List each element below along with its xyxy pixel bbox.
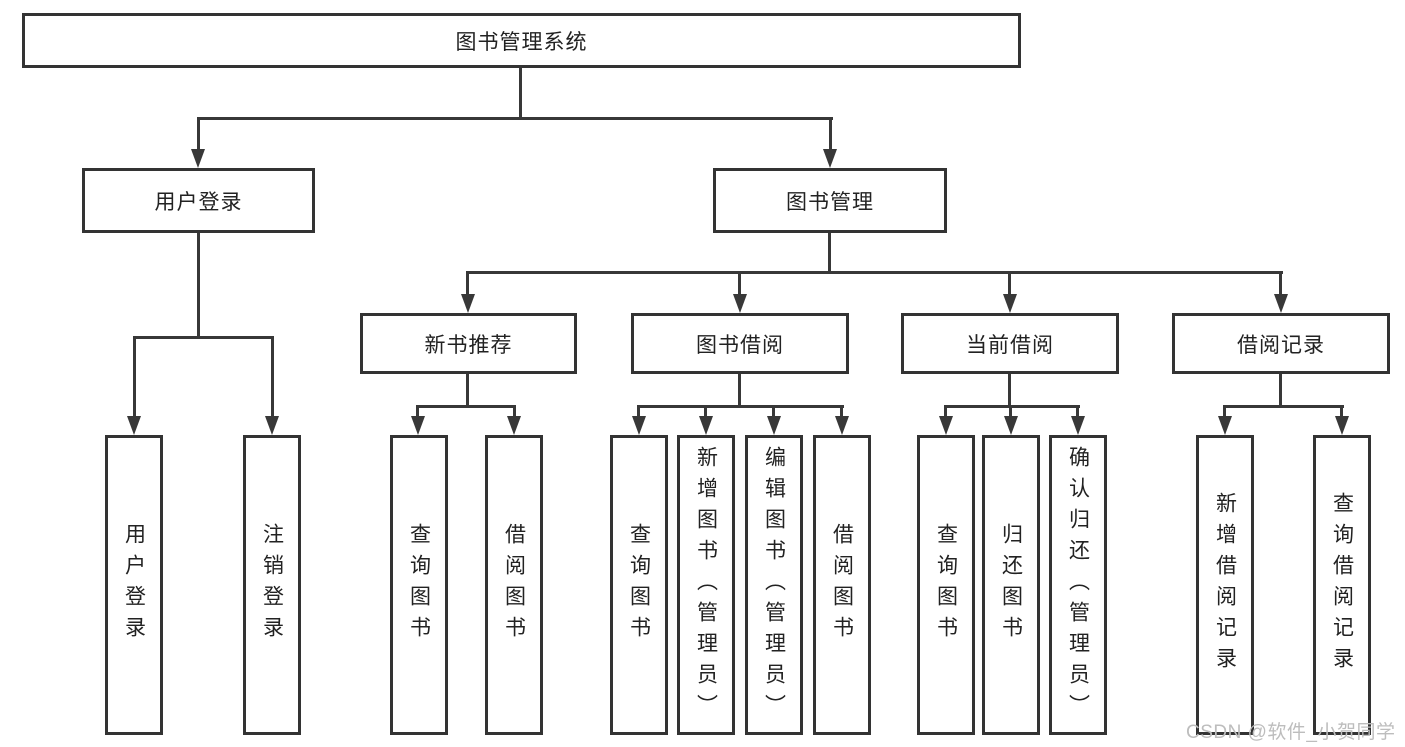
connector-line <box>416 405 516 408</box>
connector-line <box>1008 271 1011 295</box>
connector-line <box>840 405 843 418</box>
leaf-query-books-recommend: 查询图书 <box>390 435 448 735</box>
connector-line <box>466 373 469 407</box>
leaf-query-books-current: 查询图书 <box>917 435 975 735</box>
arrow-down-icon <box>835 416 849 435</box>
arrow-down-icon <box>265 416 279 435</box>
csdn-watermark: CSDN @软件_小贺同学 <box>1186 722 1396 743</box>
arrow-down-icon <box>632 416 646 435</box>
arrow-down-icon <box>127 416 141 435</box>
connector-line <box>133 336 274 339</box>
node-borrowing-records: 借阅记录 <box>1172 313 1390 374</box>
arrow-down-icon <box>461 294 475 313</box>
connector-line <box>416 405 419 418</box>
connector-line <box>704 405 707 418</box>
arrow-down-icon <box>1335 416 1349 435</box>
arrow-down-icon <box>767 416 781 435</box>
connector-line <box>133 336 136 417</box>
connector-line <box>738 271 741 295</box>
connector-line <box>1340 405 1343 418</box>
connector-line <box>1009 405 1012 418</box>
arrow-down-icon <box>507 416 521 435</box>
arrow-down-icon <box>1274 294 1288 313</box>
connector-line <box>828 232 831 273</box>
connector-line <box>1279 271 1282 295</box>
connector-line <box>1279 373 1282 407</box>
connector-line <box>197 117 833 120</box>
connector-line <box>944 405 947 418</box>
arrow-down-icon <box>733 294 747 313</box>
leaf-user-login: 用户登录 <box>105 435 163 735</box>
node-new-book-recommendation: 新书推荐 <box>360 313 577 374</box>
node-book-borrowing: 图书借阅 <box>631 313 849 374</box>
node-current-borrowing: 当前借阅 <box>901 313 1119 374</box>
leaf-return-books: 归还图书 <box>982 435 1040 735</box>
connector-line <box>513 405 516 418</box>
connector-line <box>466 271 1283 274</box>
arrow-down-icon <box>191 149 205 168</box>
leaf-query-books-borrowing: 查询图书 <box>610 435 668 735</box>
leaf-logout: 注销登录 <box>243 435 301 735</box>
connector-line <box>738 373 741 407</box>
connector-line <box>197 232 200 338</box>
connector-line <box>1008 373 1011 407</box>
leaf-borrow-books-borrowing: 借阅图书 <box>813 435 871 735</box>
leaf-confirm-return-admin: 确认归还（管理员） <box>1049 435 1107 735</box>
arrow-down-icon <box>823 149 837 168</box>
connector-line <box>1223 405 1226 418</box>
arrow-down-icon <box>939 416 953 435</box>
arrow-down-icon <box>411 416 425 435</box>
connector-line <box>519 67 522 118</box>
arrow-down-icon <box>1003 294 1017 313</box>
arrow-down-icon <box>1004 416 1018 435</box>
connector-line <box>944 405 1080 408</box>
connector-line <box>1223 405 1344 408</box>
arrow-down-icon <box>1218 416 1232 435</box>
connector-line <box>637 405 844 408</box>
connector-line <box>197 117 200 150</box>
node-library-management-system: 图书管理系统 <box>22 13 1021 68</box>
connector-line <box>271 336 274 417</box>
connector-line <box>1076 405 1079 418</box>
leaf-borrow-books-recommend: 借阅图书 <box>485 435 543 735</box>
arrow-down-icon <box>699 416 713 435</box>
connector-line <box>637 405 640 418</box>
arrow-down-icon <box>1071 416 1085 435</box>
leaf-edit-book-admin: 编辑图书（管理员） <box>745 435 803 735</box>
connector-line <box>829 117 832 150</box>
connector-line <box>772 405 775 418</box>
leaf-add-borrow-record: 新增借阅记录 <box>1196 435 1254 735</box>
node-book-management: 图书管理 <box>713 168 947 233</box>
leaf-query-borrow-record: 查询借阅记录 <box>1313 435 1371 735</box>
leaf-add-book-admin: 新增图书（管理员） <box>677 435 735 735</box>
connector-line <box>466 271 469 295</box>
node-user-login: 用户登录 <box>82 168 315 233</box>
